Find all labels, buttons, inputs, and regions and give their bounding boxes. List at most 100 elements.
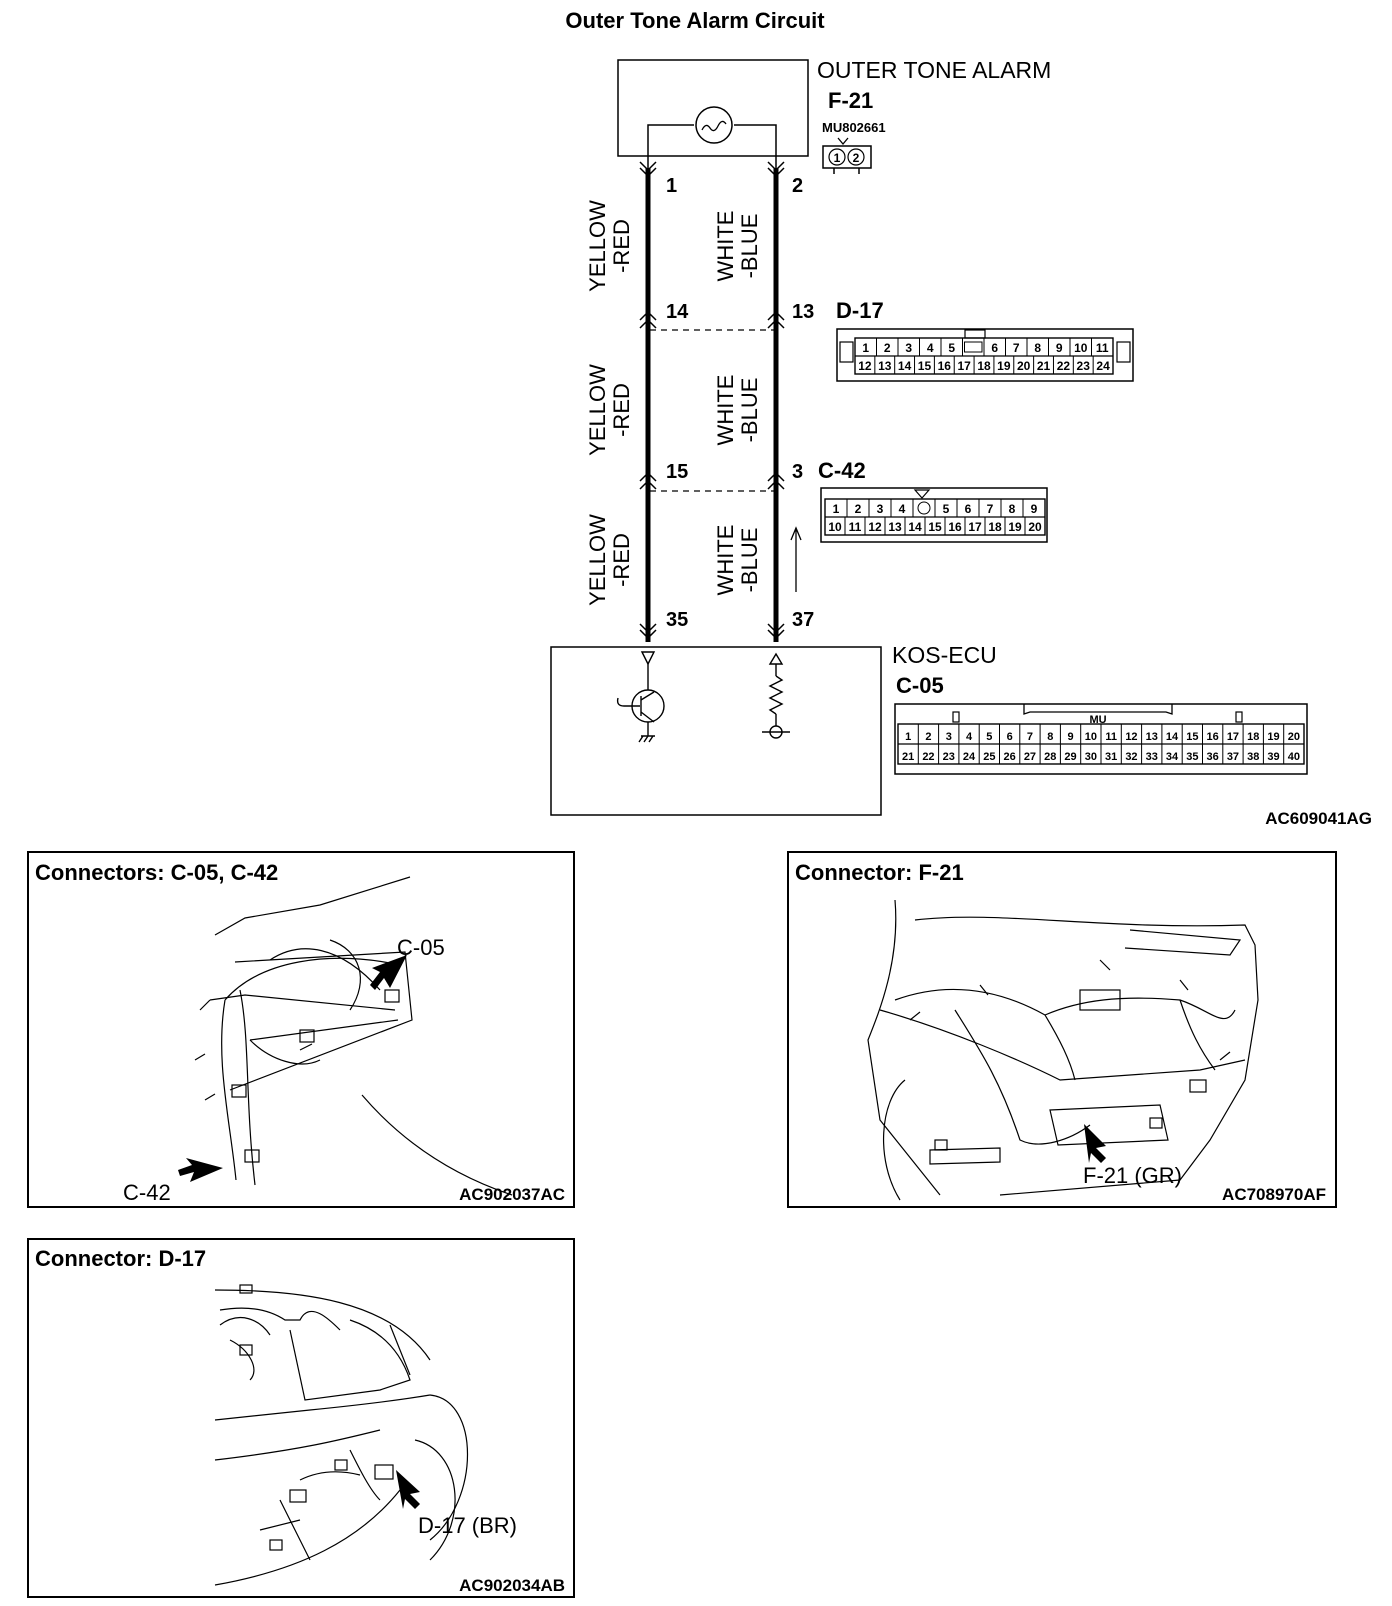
wire-color-white: WHITE	[713, 375, 738, 446]
pin-number: 4	[899, 502, 906, 516]
alarm-part-number: MU802661	[822, 120, 886, 135]
pin-number: 19	[997, 359, 1011, 373]
signal-arrow-icon	[790, 526, 802, 592]
pin-number: 9	[1031, 502, 1038, 516]
pin-number: 19	[1008, 520, 1022, 534]
f21-pin-1: 1	[834, 151, 841, 165]
panel-code: AC708970AF	[1222, 1185, 1326, 1204]
pin-number: 8	[1034, 341, 1041, 355]
pin-number: 20	[1288, 731, 1300, 743]
wire-color-blue: -BLUE	[737, 528, 762, 593]
pin-number: 38	[1247, 751, 1259, 763]
diagram-title: Outer Tone Alarm Circuit	[565, 8, 825, 33]
pin-number: 16	[938, 359, 952, 373]
wire-color-red: -RED	[609, 533, 634, 587]
pin-number: 2	[925, 731, 931, 743]
pin-number: 9	[1067, 731, 1073, 743]
wire-color-yellow: YELLOW	[585, 364, 610, 456]
alarm-terminal-left: 1	[666, 175, 677, 197]
panel-label-d17: D-17 (BR)	[418, 1513, 517, 1538]
c05-pointer-arrow	[370, 955, 407, 990]
pin-number: 20	[1028, 520, 1042, 534]
wire-label-left-3: YELLOW -RED	[585, 514, 634, 606]
pin-number: 29	[1064, 751, 1076, 763]
alarm-box	[617, 59, 809, 157]
d17-label: D-17	[836, 298, 884, 323]
pin-number: 31	[1105, 751, 1117, 763]
wire-color-yellow: YELLOW	[585, 200, 610, 292]
pin-number: 20	[1017, 359, 1031, 373]
alarm-terminal-right: 2	[792, 175, 803, 197]
pin-number: 24	[963, 751, 976, 763]
car-side-illustration	[214, 1284, 468, 1586]
wire-color-red: -RED	[609, 383, 634, 437]
pin-number: 11	[1096, 341, 1109, 355]
panel-c05-c42: Connectors: C-05, C-42 C-05 C-42 AC90203…	[27, 851, 575, 1208]
ecu-name: KOS-ECU	[892, 642, 997, 668]
dashboard-illustration	[194, 876, 513, 1196]
pin-number: 5	[943, 502, 950, 516]
pin-number: 34	[1166, 751, 1179, 763]
f21-connector-face: 1 2	[822, 137, 872, 174]
pin-number: 8	[1047, 731, 1053, 743]
wire-color-blue: -BLUE	[737, 378, 762, 443]
pin-number: 15	[918, 359, 932, 373]
pin-number: 13	[888, 520, 902, 534]
f21-pointer-arrow	[1084, 1124, 1106, 1163]
connector-chevrons	[639, 161, 785, 640]
c42-terminal-right: 3	[792, 461, 803, 483]
pin-number: 7	[1027, 731, 1033, 743]
pin-number: 5	[948, 341, 955, 355]
pin-number: 14	[1166, 731, 1179, 743]
pin-number: 23	[1077, 359, 1091, 373]
pin-number: 16	[948, 520, 962, 534]
alarm-internal-wire	[647, 124, 777, 170]
pin-number: 5	[986, 731, 992, 743]
pin-number: 12	[1125, 731, 1137, 743]
pin-number: 3	[946, 731, 952, 743]
pin-number: 6	[1007, 731, 1013, 743]
pin-number: 25	[983, 751, 995, 763]
pin-number: 22	[922, 751, 934, 763]
keyway-mark	[917, 501, 931, 515]
pin-number: 13	[878, 359, 892, 373]
pin-number: 1	[862, 341, 869, 355]
pin-number: 18	[977, 359, 991, 373]
pin-number: 6	[991, 341, 998, 355]
wire-color-white: WHITE	[713, 525, 738, 596]
d17-terminal-right: 13	[792, 301, 814, 323]
panel-label-c05: C-05	[397, 935, 445, 960]
pin-number: 28	[1044, 751, 1056, 763]
pin-number: 17	[957, 359, 971, 373]
diagram-code: AC609041AG	[1265, 809, 1372, 828]
wire-label-right-2: WHITE -BLUE	[713, 375, 762, 446]
pin-number: 12	[858, 359, 872, 373]
pin-number: 4	[966, 731, 973, 743]
panel-title: Connectors: C-05, C-42	[35, 860, 278, 885]
pin-number: 17	[1227, 731, 1239, 743]
pin-number: 7	[1013, 341, 1020, 355]
pin-number: 39	[1267, 751, 1279, 763]
pin-number: 2	[855, 502, 862, 516]
pin-number: 17	[968, 520, 982, 534]
transistor-icon	[616, 651, 665, 743]
d17-terminal-left: 14	[666, 301, 689, 323]
ecu-terminal-left: 35	[666, 609, 688, 631]
panel-f21: Connector: F-21 F-21 (GR) AC708970AF	[787, 851, 1337, 1208]
pin-number: 22	[1057, 359, 1071, 373]
ecu-terminal-right: 37	[792, 609, 814, 631]
pin-number: 18	[988, 520, 1002, 534]
pin-number: 9	[1056, 341, 1063, 355]
pin-number: 36	[1207, 751, 1219, 763]
pin-number: 4	[927, 341, 934, 355]
pin-number: 32	[1125, 751, 1137, 763]
pin-number: 24	[1096, 359, 1110, 373]
alarm-name: OUTER TONE ALARM	[817, 57, 1051, 83]
d17-pointer-arrow	[396, 1470, 420, 1509]
wire-color-white: WHITE	[713, 211, 738, 282]
pin-number: 2	[884, 341, 891, 355]
pin-number: 30	[1085, 751, 1097, 763]
pin-number: 7	[987, 502, 994, 516]
